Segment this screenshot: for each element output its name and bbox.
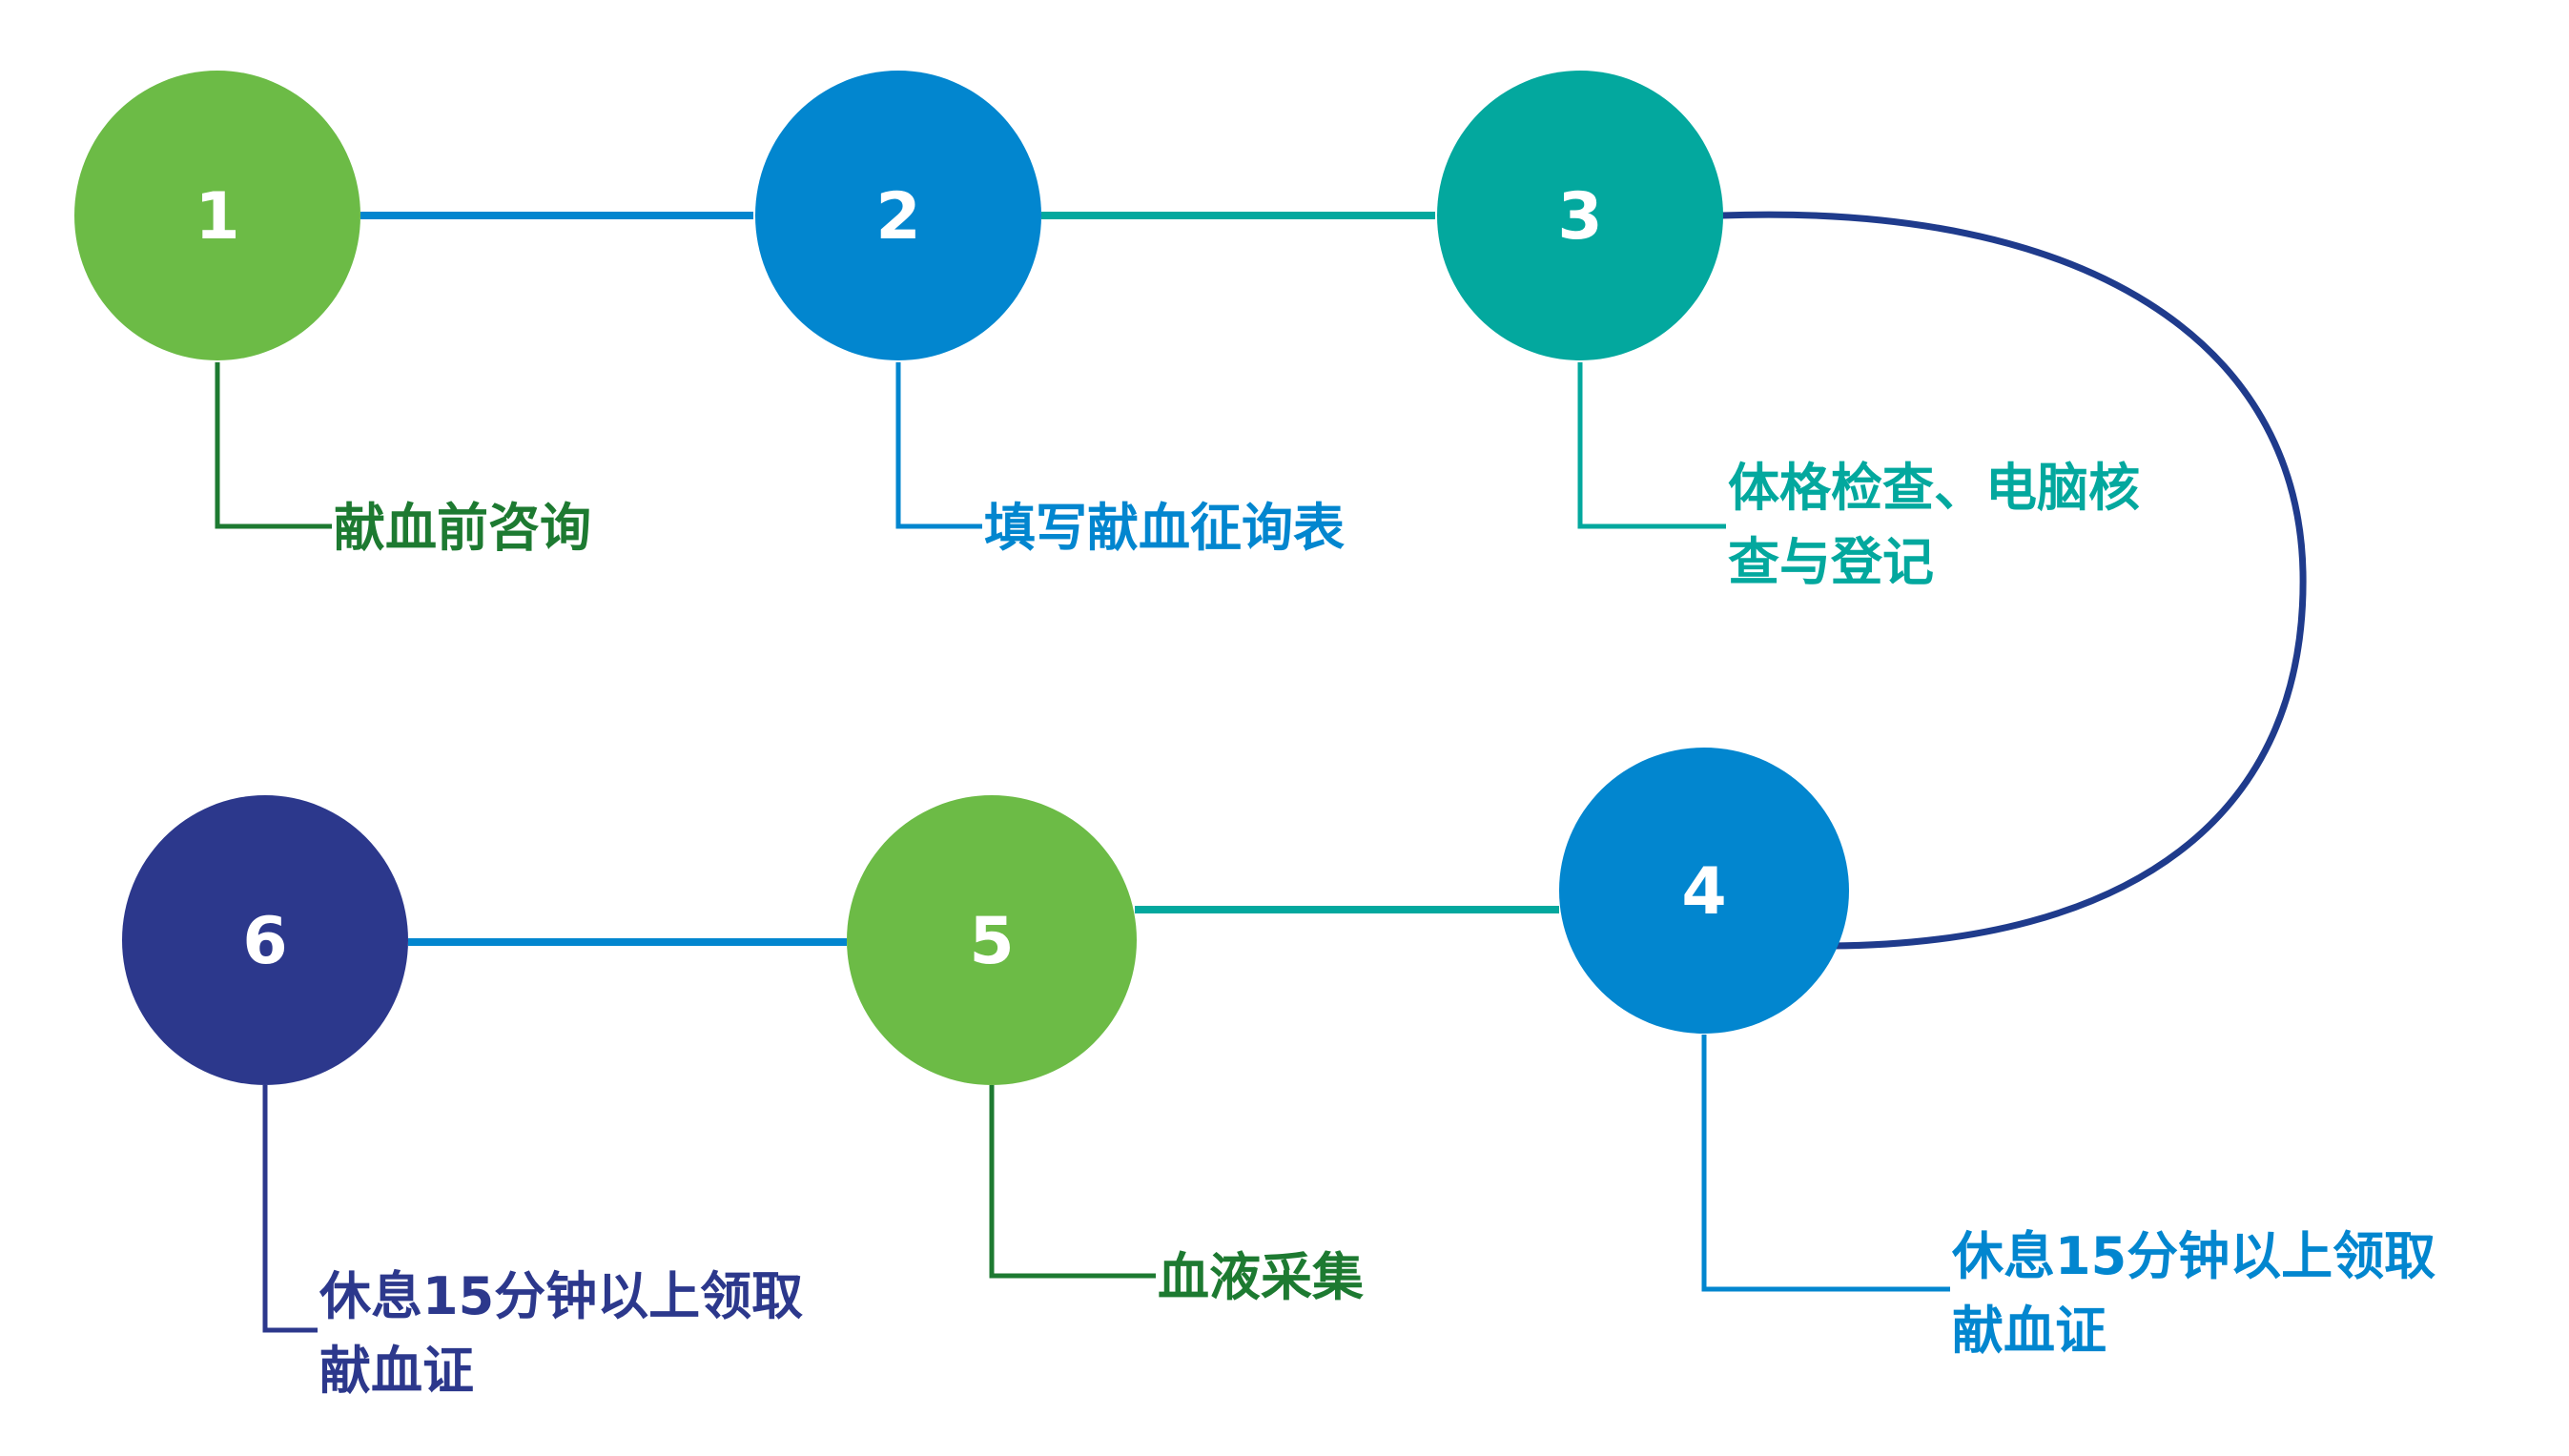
- step-6-number: 6: [242, 904, 287, 979]
- step-1-label: 献血前咨询: [334, 498, 591, 558]
- step-5-number: 5: [969, 904, 1014, 979]
- step-5-label: 血液采集: [1158, 1247, 1364, 1307]
- step-6-label: 休息15分钟以上领取 献血证: [319, 1266, 821, 1401]
- leader-6: [262, 1085, 318, 1333]
- step-2-number: 2: [875, 179, 920, 255]
- step-1-label-line-1: 献血前咨询: [334, 498, 591, 558]
- step-3-number: 3: [1557, 179, 1602, 255]
- step-6-label-line-2: 献血证: [319, 1341, 474, 1401]
- step-4-label-line-1: 休息15分钟以上领取: [1951, 1226, 2435, 1286]
- step-3-label-line-2: 查与登记: [1728, 532, 1934, 592]
- step-4: 4: [1559, 748, 1849, 1034]
- step-4-label-line-2: 献血证: [1952, 1301, 2107, 1361]
- step-2-label-line-1: 填写献血征询表: [984, 498, 1345, 558]
- step-1-number: 1: [195, 179, 239, 255]
- step-4-label: 休息15分钟以上领取 献血证: [1951, 1226, 2454, 1361]
- step-1: 1: [74, 71, 360, 360]
- connector-3-4-curve: [1720, 211, 2307, 950]
- step-5-label-line-1: 血液采集: [1158, 1247, 1364, 1307]
- step-2-label: 填写献血征询表: [984, 498, 1345, 558]
- leader-1: [215, 362, 332, 529]
- step-6-label-line-1: 休息15分钟以上领取: [319, 1266, 803, 1326]
- step-3-label: 体格检查、电脑核 查与登记: [1728, 458, 2158, 592]
- step-5: 5: [847, 795, 1137, 1085]
- step-6-circle: [122, 795, 408, 1085]
- leader-4: [1701, 1035, 1950, 1292]
- leader-2: [895, 362, 982, 529]
- leader-5: [989, 1085, 1156, 1279]
- step-2-circle: [755, 71, 1041, 360]
- step-3-circle: [1437, 71, 1723, 360]
- step-4-circle: [1559, 748, 1849, 1034]
- step-3: 3: [1437, 71, 1723, 360]
- leader-3: [1577, 362, 1726, 529]
- step-3-label-line-1: 体格检查、电脑核: [1728, 458, 2140, 518]
- step-6: 6: [122, 795, 408, 1085]
- step-2: 2: [755, 71, 1041, 360]
- step-4-number: 4: [1681, 854, 1726, 930]
- step-1-circle: [74, 71, 360, 360]
- step-5-circle: [847, 795, 1137, 1085]
